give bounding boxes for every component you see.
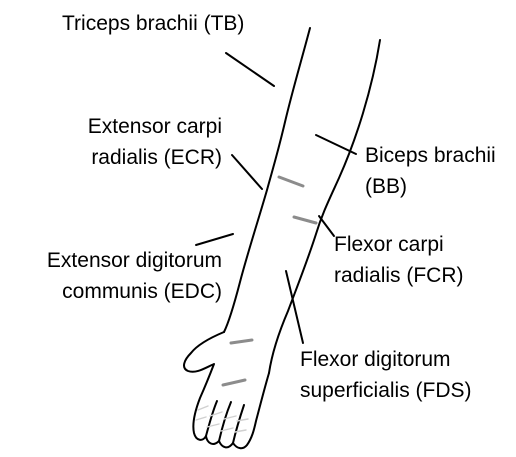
label-line: radialis (ECR) bbox=[88, 142, 222, 173]
electrode-hand bbox=[223, 380, 245, 385]
label-line: Extensor digitorum bbox=[47, 245, 222, 276]
label-line: radialis (FCR) bbox=[334, 260, 464, 291]
label-line: superficialis (FDS) bbox=[300, 375, 472, 406]
label-line: Flexor digitorum bbox=[300, 344, 472, 375]
label-line: (BB) bbox=[365, 171, 496, 202]
leader-line-edc bbox=[196, 234, 233, 245]
label-triceps-brachii: Triceps brachii (TB) bbox=[62, 8, 244, 39]
hand-outline bbox=[184, 332, 269, 448]
label-line: Biceps brachii bbox=[365, 140, 496, 171]
label-line: Triceps brachii (TB) bbox=[62, 8, 244, 39]
electrode-fds bbox=[231, 340, 252, 343]
finger-line bbox=[233, 405, 244, 443]
label-line: Extensor carpi bbox=[88, 111, 222, 142]
leader-line-fcr bbox=[319, 216, 334, 236]
finger-line bbox=[219, 402, 231, 441]
label-extensor-digitorum-communis: Extensor digitorum communis (EDC) bbox=[47, 245, 222, 307]
electrode-bb bbox=[279, 177, 303, 186]
label-flexor-digitorum-superficialis: Flexor digitorum superficialis (FDS) bbox=[300, 344, 472, 406]
label-biceps-brachii: Biceps brachii (BB) bbox=[365, 140, 496, 202]
label-extensor-carpi-radialis: Extensor carpi radialis (ECR) bbox=[88, 111, 222, 173]
arm-outline-front bbox=[269, 40, 380, 373]
leader-line-bb bbox=[316, 135, 356, 154]
electrode-fcr bbox=[294, 217, 316, 223]
leader-line-tb bbox=[226, 53, 274, 86]
leader-line-ecr bbox=[232, 155, 262, 189]
label-line: Flexor carpi bbox=[334, 229, 464, 260]
label-flexor-carpi-radialis: Flexor carpi radialis (FCR) bbox=[334, 229, 464, 291]
label-line: communis (EDC) bbox=[47, 276, 222, 307]
